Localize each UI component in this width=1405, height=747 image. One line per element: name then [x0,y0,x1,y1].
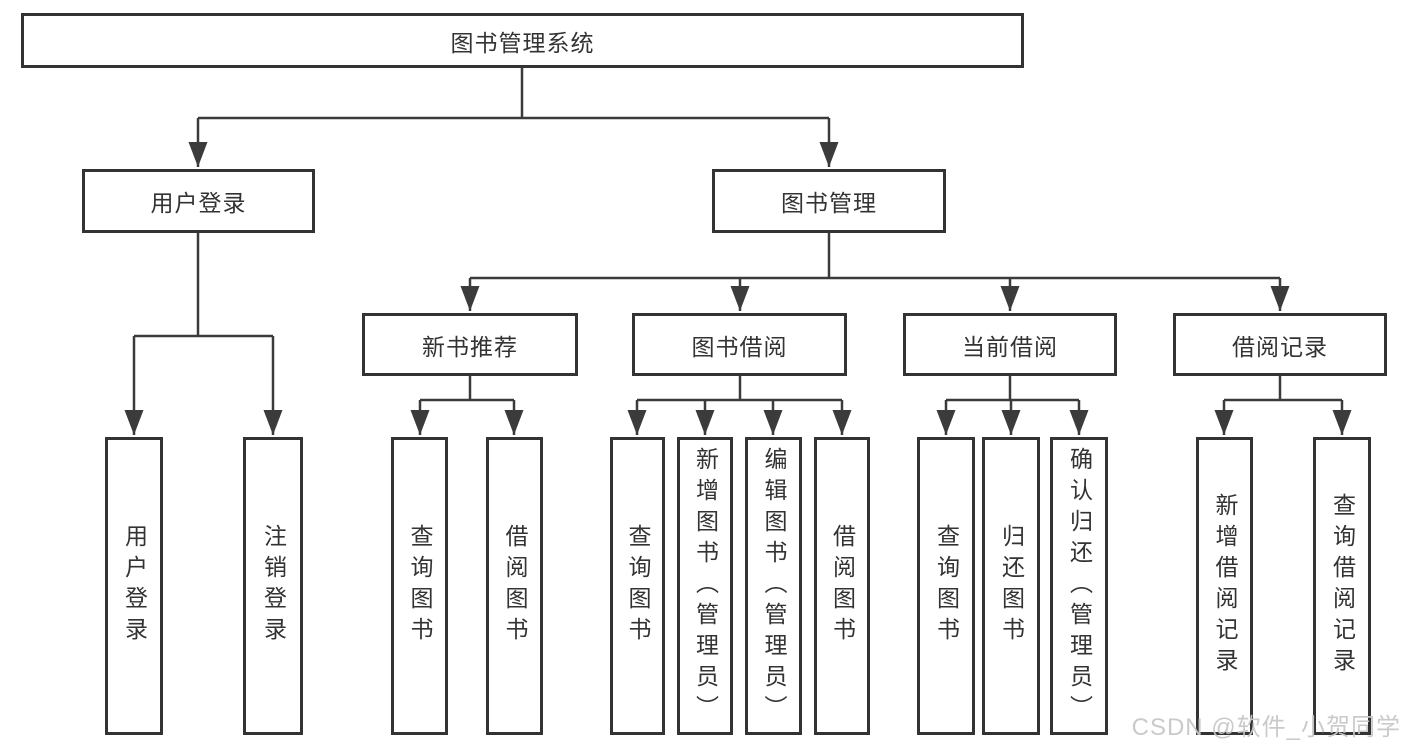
leaf-logout: 注销登录 [243,437,303,735]
leaf-label: 查询借阅记录 [1329,493,1356,679]
connector-records-to-leaves [1214,376,1352,435]
leaf-add-book-admin: 新增图书（管理员） [677,437,733,735]
connector-login-to-leaves [124,233,283,435]
connector-newbook-to-leaves [410,376,524,435]
leaf-user-login: 用户登录 [105,437,163,735]
leaf-label: 查询图书 [933,524,960,648]
node-borrow-records: 借阅记录 [1173,313,1387,376]
leaf-query-books: 查询图书 [391,437,448,735]
leaf-label: 确认归还（管理员） [1066,446,1093,726]
leaf-label: 借阅图书 [502,524,528,648]
connector-current-to-leaves [936,376,1089,435]
node-label: 用户登录 [150,190,247,216]
leaf-return-books: 归还图书 [982,437,1040,735]
leaf-confirm-return-admin: 确认归还（管理员） [1050,437,1108,735]
leaf-label: 归还图书 [998,524,1025,648]
leaf-borrow-books: 借阅图书 [814,437,870,735]
node-label: 图书借阅 [691,333,788,360]
leaf-query-books: 查询图书 [610,437,665,735]
node-user-login: 用户登录 [82,169,315,233]
leaf-label: 查询图书 [625,524,651,648]
leaf-label: 编辑图书（管理员） [761,446,787,726]
leaf-label: 注销登录 [260,524,287,648]
connector-root-to-level2 [188,68,839,167]
leaf-edit-book-admin: 编辑图书（管理员） [745,437,802,735]
leaf-query-borrow-record: 查询借阅记录 [1313,437,1371,735]
connector-borrow-to-leaves [627,376,852,435]
leaf-label: 借阅图书 [829,524,856,648]
leaf-label: 用户登录 [121,524,148,648]
leaf-query-books: 查询图书 [917,437,975,735]
leaf-add-borrow-record: 新增借阅记录 [1196,437,1253,735]
node-label: 新书推荐 [422,333,518,360]
node-book-borrowing: 图书借阅 [632,313,847,376]
node-label: 当前借阅 [962,333,1058,360]
node-root-label: 图书管理系统 [450,29,595,56]
leaf-label: 查询图书 [407,524,433,648]
node-root-system: 图书管理系统 [21,13,1024,68]
leaf-label: 新增图书（管理员） [692,446,719,726]
leaf-borrow-books: 借阅图书 [486,437,543,735]
node-new-book-recommend: 新书推荐 [362,313,578,376]
node-label: 借阅记录 [1232,333,1328,360]
leaf-label: 新增借阅记录 [1212,493,1238,679]
node-book-management: 图书管理 [712,169,946,233]
node-label: 图书管理 [781,190,877,216]
csdn-watermark: CSDN @软件_小贺同学 [1131,714,1401,741]
node-current-borrowing: 当前借阅 [903,313,1117,376]
connector-mgmt-to-level3 [460,233,1290,311]
